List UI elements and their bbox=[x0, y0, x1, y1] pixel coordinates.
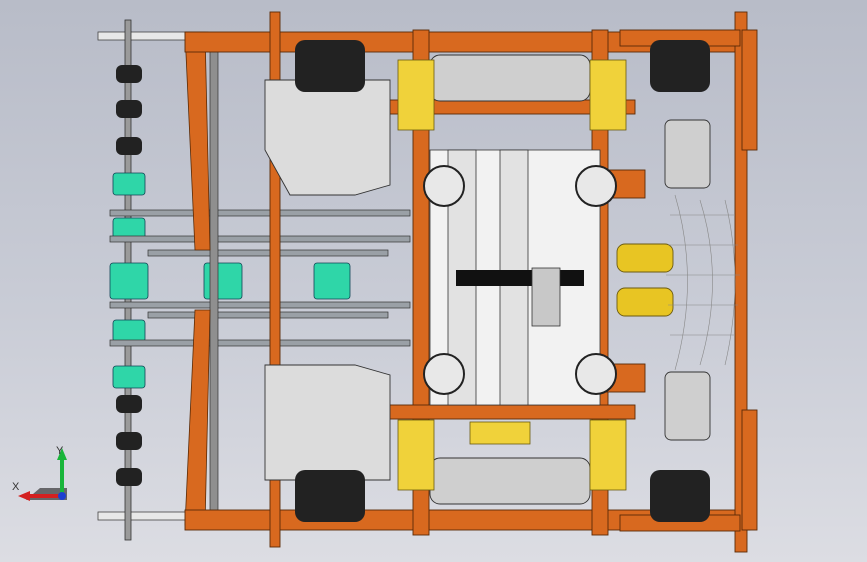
intake-roller-stack bbox=[116, 65, 142, 486]
x-axis-label: X bbox=[12, 481, 20, 493]
intake-belts bbox=[109, 209, 411, 347]
right-side-bracket bbox=[741, 29, 758, 531]
net bbox=[666, 194, 740, 371]
yellow-wheels bbox=[616, 243, 674, 317]
yellow-brackets bbox=[397, 59, 627, 491]
x-axis-arrow bbox=[18, 491, 30, 501]
compliant-wheel-icon bbox=[109, 172, 351, 389]
intake-arm-frame bbox=[184, 31, 211, 526]
y-axis-arrow bbox=[57, 448, 67, 460]
side-plates bbox=[264, 79, 391, 481]
mecanum-wheel-icon bbox=[295, 40, 710, 522]
z-axis-dot bbox=[58, 492, 66, 500]
pulley-icon bbox=[423, 165, 617, 395]
y-axis-label: Y bbox=[56, 445, 64, 457]
center-bar bbox=[456, 270, 584, 286]
motor-icon bbox=[531, 267, 561, 327]
support-rod bbox=[209, 44, 219, 516]
coordinate-triad[interactable]: Y X bbox=[12, 440, 82, 510]
